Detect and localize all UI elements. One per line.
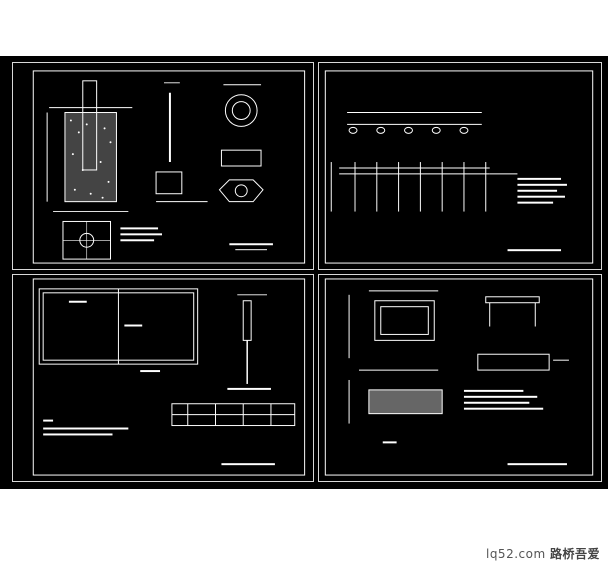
drawing-sheet-bottom-left [12, 274, 314, 482]
watermark-brand: 路桥吾爱 [549, 547, 600, 561]
cover-slab [485, 296, 540, 304]
drawing-sheet-top-left [12, 62, 314, 270]
sheet-1-title [229, 243, 273, 246]
sheet-2-graphics [324, 70, 594, 264]
drawing-sheet-bottom-right [318, 274, 602, 482]
cad-drawing-canvas [0, 56, 608, 489]
post-detail [242, 300, 252, 341]
drawing-sheet-top-right [318, 62, 602, 270]
site-watermark: lq52.com 路桥吾爱 [486, 545, 600, 562]
sheet-2-title [507, 249, 562, 252]
sheet-4-graphics [324, 278, 594, 476]
sheet-3-graphics [32, 278, 306, 476]
pit-section [368, 389, 443, 415]
pit-plan [374, 300, 435, 341]
washer-ring [224, 94, 258, 127]
hex-nut [218, 179, 264, 203]
concrete-foundation [64, 112, 117, 203]
sheet-3-title [221, 463, 275, 466]
post-column [82, 80, 98, 171]
sheet-4-title [507, 463, 567, 466]
sheet-1-graphics [32, 70, 306, 264]
watermark-site: lq52.com [485, 547, 546, 561]
